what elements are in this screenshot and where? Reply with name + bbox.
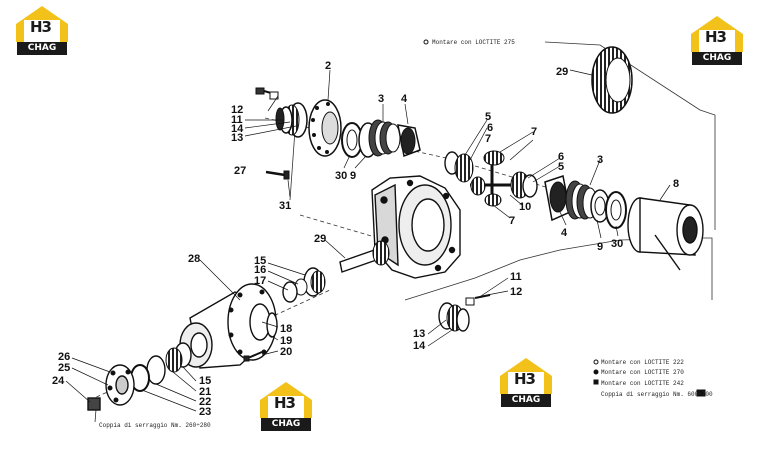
bolt-part-20 xyxy=(243,351,263,362)
watermark-word: CHAG xyxy=(501,394,551,407)
watermark-letters: H3 xyxy=(274,394,296,412)
callout: 19 xyxy=(280,335,292,347)
callout: 6 xyxy=(558,151,564,163)
watermark-logo: H3 CHAG xyxy=(498,356,554,410)
callout: 9 xyxy=(350,170,356,182)
callout: 3 xyxy=(597,154,603,166)
callout: 24 xyxy=(52,375,65,387)
callout: 15 xyxy=(254,255,266,267)
legend-loctite-270: Montare con LOCTITE 270 xyxy=(601,369,684,376)
callout: 31 xyxy=(279,200,291,212)
ring-gear-part-29 xyxy=(591,46,633,114)
callout: 7 xyxy=(509,215,515,227)
watermark-logo: H3 CHAG xyxy=(258,380,314,434)
callout: 4 xyxy=(561,227,568,239)
watermark-word: CHAG xyxy=(692,52,742,65)
callout: 9 xyxy=(597,241,603,253)
callout: 11 xyxy=(510,271,522,283)
callout: 23 xyxy=(199,406,211,418)
callout: 29 xyxy=(314,233,326,245)
differential-case xyxy=(371,175,461,279)
callout: 3 xyxy=(378,93,384,105)
callout: 13 xyxy=(413,328,425,340)
bearing-part-13-lower xyxy=(438,294,491,332)
callout: 13 xyxy=(231,132,243,144)
watermark-letters: H3 xyxy=(514,370,536,388)
bolt-part-27 xyxy=(265,170,290,180)
output-flange-part-26 xyxy=(87,364,135,411)
watermark-word: CHAG xyxy=(17,42,67,55)
callout: 7 xyxy=(485,133,491,145)
callout: 4 xyxy=(401,93,408,105)
housing-part-28 xyxy=(179,283,278,369)
callout: 5 xyxy=(558,161,564,173)
bearing-stack-lower-left xyxy=(130,342,192,392)
watermark-letters: H3 xyxy=(30,18,52,36)
disc-stack-left xyxy=(341,119,421,158)
torque-note-right: Coppia di serraggio Nm. 600÷700 xyxy=(601,391,713,398)
callout: 30 xyxy=(611,238,623,250)
legend-symbols xyxy=(423,39,706,397)
callout: 22 xyxy=(199,396,211,408)
watermark-letters: H3 xyxy=(705,28,727,46)
watermark-logo: H3 CHAG xyxy=(689,14,745,68)
disc-stack-right xyxy=(544,175,627,229)
spider-gear-set xyxy=(444,150,538,207)
callout: 12 xyxy=(231,104,243,116)
torque-note-left: Coppia di serraggio Nm. 260÷280 xyxy=(99,422,211,429)
legend-loctite-242: Montare con LOCTITE 242 xyxy=(601,380,684,387)
callout: 27 xyxy=(234,165,246,177)
legend-loctite-222: Montare con LOCTITE 222 xyxy=(601,359,684,366)
callout: 7 xyxy=(531,126,537,138)
callout: 29 xyxy=(556,66,568,78)
callout: 18 xyxy=(280,323,292,335)
callout: 14 xyxy=(231,123,244,135)
callout: 12 xyxy=(510,286,522,298)
callout: 11 xyxy=(231,114,243,126)
callout: 5 xyxy=(485,111,491,123)
callout: 21 xyxy=(199,386,211,398)
housing-part-8 xyxy=(627,197,704,271)
callout: 28 xyxy=(188,253,200,265)
watermark-word: CHAG xyxy=(261,418,311,431)
callout: 14 xyxy=(413,340,426,352)
callout: 16 xyxy=(254,264,266,276)
callout: 10 xyxy=(519,201,531,213)
callout: 20 xyxy=(280,346,292,358)
callout: 25 xyxy=(58,362,70,374)
callout: 30 xyxy=(335,170,347,182)
callout: 17 xyxy=(254,275,266,287)
callout: 8 xyxy=(673,178,679,190)
watermark-logo: H3 CHAG xyxy=(14,4,70,58)
callout: 26 xyxy=(58,351,70,363)
pinion-shaft-part-29 xyxy=(339,240,390,273)
bolt-part-12 xyxy=(255,87,279,100)
callout: 2 xyxy=(325,60,331,72)
flange-part-2 xyxy=(308,99,342,157)
callout: 15 xyxy=(199,375,211,387)
bearing-part-15 xyxy=(282,267,326,303)
note-loctite-275: Montare con LOCTITE 275 xyxy=(432,39,515,46)
callout: 6 xyxy=(487,122,493,134)
